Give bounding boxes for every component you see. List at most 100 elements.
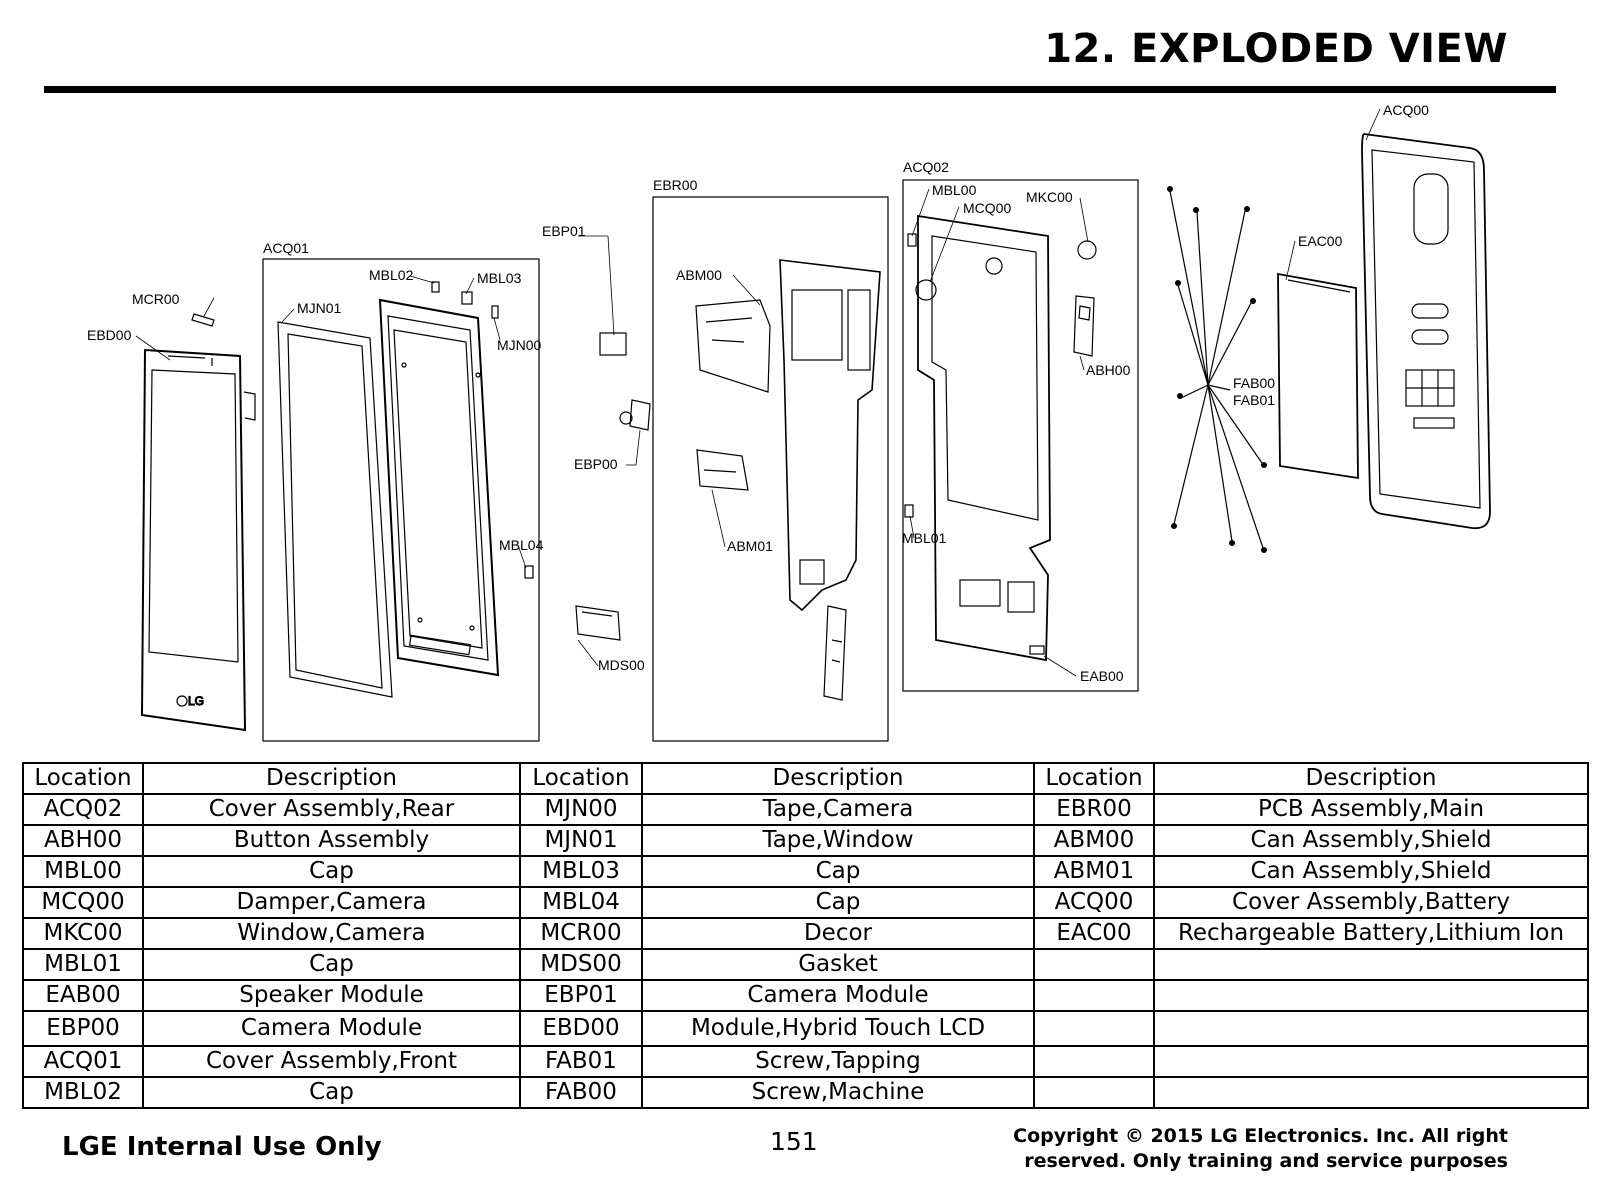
- camera-module-ebp00-drawing: [619, 399, 651, 431]
- description-cell: Cap: [142, 855, 521, 888]
- location-cell: [1033, 948, 1155, 981]
- label-mkc00: MKC00: [1026, 189, 1073, 205]
- label-mjn00: MJN00: [497, 337, 542, 353]
- location-cell: ACQ01: [22, 1045, 144, 1078]
- description-cell: Window,Camera: [142, 917, 521, 950]
- label-acq02: ACQ02: [903, 159, 949, 175]
- camera-module-ebp01-drawing: [599, 332, 627, 356]
- damper-mcq00-drawing: [915, 279, 937, 301]
- description-cell: Button Assembly: [142, 824, 521, 857]
- description-cell: Cover Assembly,Battery: [1153, 886, 1589, 919]
- description-cell: Gasket: [641, 948, 1035, 981]
- copyright-line-1: Copyright © 2015 LG Electronics. Inc. Al…: [1013, 1125, 1508, 1147]
- label-abm00: ABM00: [676, 267, 722, 283]
- label-mbl02: MBL02: [369, 267, 414, 283]
- label-abh00: ABH00: [1086, 362, 1131, 378]
- lcd-module-drawing: LG: [140, 348, 256, 732]
- cap-mbl04-drawing: [524, 565, 534, 579]
- shield-abm01-drawing: [696, 449, 749, 491]
- label-eac00: EAC00: [1298, 233, 1343, 249]
- header-location: Location: [519, 762, 643, 795]
- location-cell: MBL01: [22, 948, 144, 981]
- location-cell: [1033, 1076, 1155, 1109]
- location-cell: EBR00: [1033, 793, 1155, 826]
- gasket-mds00-drawing: [575, 605, 621, 641]
- label-ebp00: EBP00: [574, 456, 618, 472]
- location-cell: EBP01: [519, 979, 643, 1012]
- label-abm01: ABM01: [727, 538, 773, 554]
- acq01-group-frame: [262, 258, 540, 742]
- parts-table: Location Description Location Descriptio…: [22, 762, 1589, 1109]
- label-mcr00: MCR00: [132, 291, 180, 307]
- description-cell: Cap: [142, 1076, 521, 1109]
- location-cell: FAB00: [519, 1076, 643, 1109]
- copyright-line-2: reserved. Only training and service purp…: [1024, 1150, 1508, 1172]
- location-cell: EAB00: [22, 979, 144, 1012]
- ebr00-group-frame: [652, 196, 889, 742]
- label-fab00: FAB00: [1233, 375, 1275, 391]
- label-mjn01: MJN01: [297, 300, 342, 316]
- battery-drawing: [1277, 272, 1359, 480]
- location-cell: ABM01: [1033, 855, 1155, 888]
- description-cell: Cover Assembly,Front: [142, 1045, 521, 1078]
- description-cell: [1153, 1076, 1589, 1109]
- location-cell: MBL04: [519, 886, 643, 919]
- description-cell: Cap: [641, 886, 1035, 919]
- description-cell: Rechargeable Battery,Lithium Ion: [1153, 917, 1589, 950]
- description-cell: Cap: [641, 855, 1035, 888]
- label-mbl04: MBL04: [499, 537, 544, 553]
- description-cell: Cover Assembly,Rear: [142, 793, 521, 826]
- label-acq00: ACQ00: [1383, 102, 1429, 118]
- description-cell: Can Assembly,Shield: [1153, 855, 1589, 888]
- cap-mbl00-drawing: [907, 233, 917, 247]
- rear-cover-drawing: [904, 214, 1051, 662]
- label-eab00: EAB00: [1080, 668, 1124, 684]
- location-cell: MKC00: [22, 917, 144, 950]
- label-fab01: FAB01: [1233, 392, 1275, 408]
- header-description: Description: [1153, 762, 1589, 795]
- label-ebp01: EBP01: [542, 223, 586, 239]
- label-mbl00: MBL00: [932, 182, 977, 198]
- cap-mbl01-drawing: [904, 504, 914, 518]
- decor-mcr00-drawing: [191, 313, 215, 327]
- header-location: Location: [22, 762, 144, 795]
- label-mbl03: MBL03: [477, 270, 522, 286]
- location-cell: MDS00: [519, 948, 643, 981]
- location-cell: [1033, 1045, 1155, 1078]
- internal-use-notice: LGE Internal Use Only: [62, 1132, 382, 1162]
- button-assembly-abh00-drawing: [1073, 295, 1095, 357]
- screws-fab-drawing: [1167, 186, 1267, 553]
- exploded-view-diagram: LG: [87, 102, 1491, 742]
- label-ebd00: EBD00: [87, 327, 132, 343]
- description-cell: [1153, 948, 1589, 981]
- copyright-notice: Copyright © 2015 LG Electronics. Inc. Al…: [1013, 1124, 1508, 1174]
- location-cell: EBP00: [22, 1010, 144, 1047]
- page-title: 12. EXPLODED VIEW: [1044, 26, 1508, 72]
- header-description: Description: [142, 762, 521, 795]
- location-cell: MCR00: [519, 917, 643, 950]
- location-cell: ABM00: [1033, 824, 1155, 857]
- description-cell: Decor: [641, 917, 1035, 950]
- location-cell: MJN00: [519, 793, 643, 826]
- header-description: Description: [641, 762, 1035, 795]
- location-cell: [1033, 979, 1155, 1012]
- label-ebr00: EBR00: [653, 177, 698, 193]
- description-cell: Tape,Window: [641, 824, 1035, 857]
- location-cell: EBD00: [519, 1010, 643, 1047]
- camera-window-mkc00-drawing: [1077, 240, 1097, 260]
- description-cell: Speaker Module: [142, 979, 521, 1012]
- acq02-group-frame: [902, 179, 1139, 692]
- description-cell: PCB Assembly,Main: [1153, 793, 1589, 826]
- window-tape-drawing: [277, 321, 393, 698]
- label-mds00: MDS00: [598, 657, 645, 673]
- tape-mjn00-drawing: [491, 305, 499, 319]
